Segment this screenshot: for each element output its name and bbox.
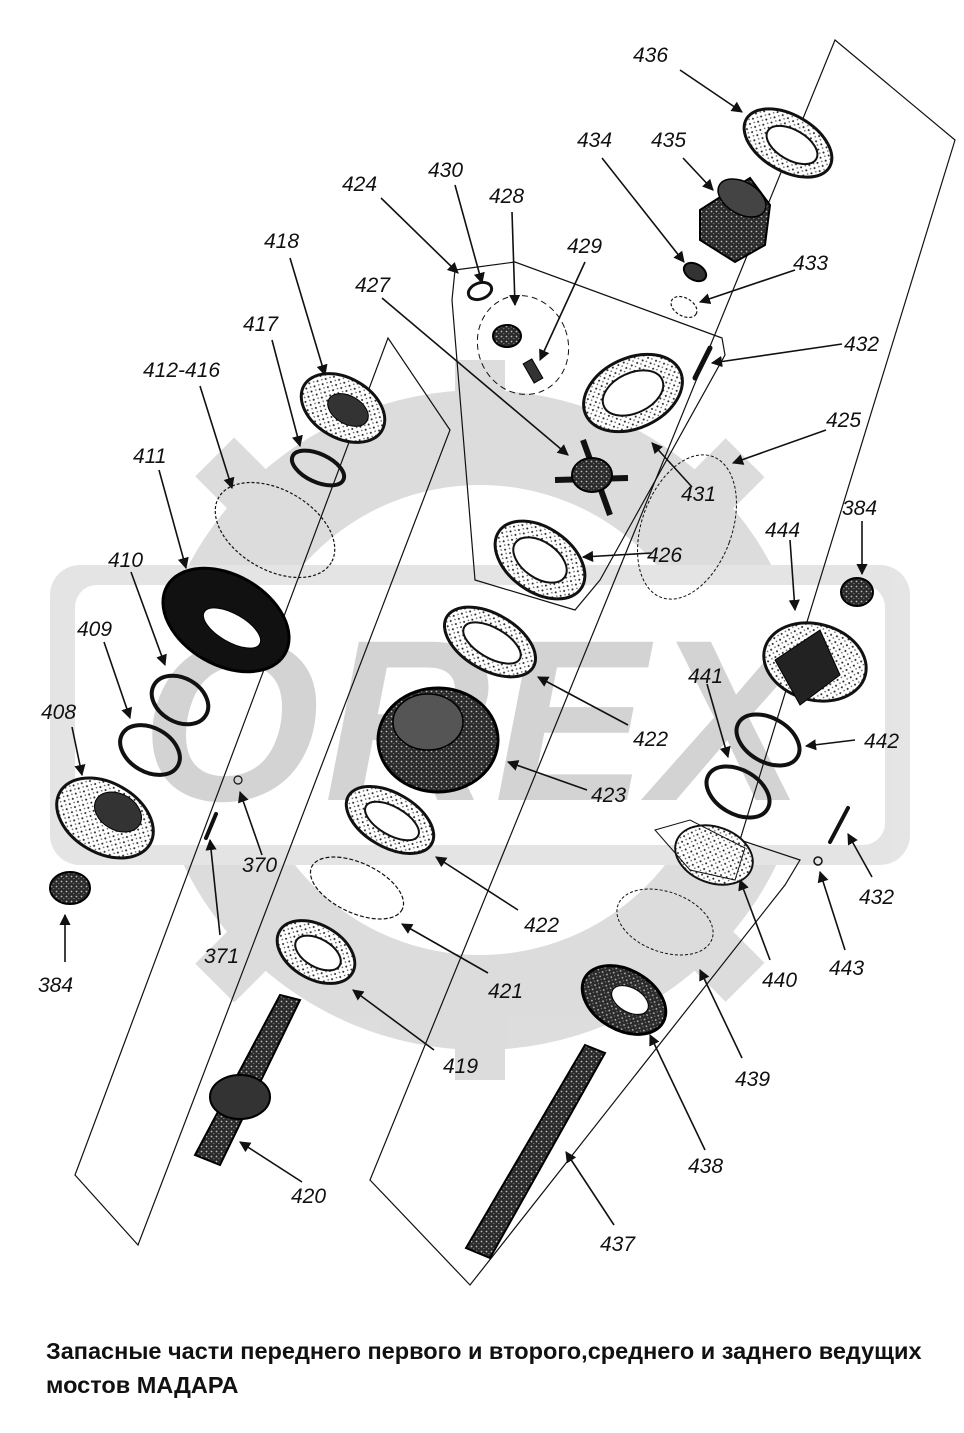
pinion-shaft-437	[464, 1043, 607, 1260]
callout-432-top: 432	[844, 333, 879, 356]
callout-425: 425	[826, 409, 861, 432]
bearing-408	[55, 776, 155, 860]
nut-384-right	[840, 577, 874, 607]
bearing-438	[580, 964, 668, 1036]
callout-419: 419	[443, 1055, 478, 1078]
callout-427: 427	[355, 274, 391, 297]
callout-431: 431	[681, 483, 716, 506]
bearing-cup-436	[742, 107, 834, 179]
bearing-419	[275, 919, 357, 985]
differential-housing-outline	[451, 261, 726, 611]
shims-412-416	[214, 481, 336, 579]
pin-429	[522, 358, 544, 384]
gasket-439	[616, 888, 714, 956]
callout-421: 421	[488, 980, 523, 1003]
diff-case-426	[493, 519, 587, 601]
ring-421	[309, 856, 405, 920]
callout-418: 418	[264, 230, 299, 253]
circlip-433	[670, 295, 698, 319]
pinion-cage-444	[762, 621, 868, 706]
crown-wheel-423	[376, 686, 500, 794]
left-assembly-frame	[74, 336, 451, 1247]
ring-410	[149, 673, 211, 727]
callout-437: 437	[600, 1233, 636, 1256]
pin-370	[233, 775, 243, 785]
callout-371: 371	[204, 945, 239, 968]
callout-384-right: 384	[842, 497, 877, 520]
bearing-422-upper	[442, 605, 538, 679]
washer-443	[813, 856, 823, 866]
gasket-425	[637, 454, 737, 600]
callout-422-upper: 422	[633, 728, 668, 751]
bolt-432-bottom	[828, 806, 850, 844]
callout-424: 424	[342, 173, 377, 196]
callout-444: 444	[765, 519, 800, 542]
washer-434	[682, 261, 708, 283]
callout-410: 410	[108, 549, 143, 572]
callout-384-left: 384	[38, 974, 73, 997]
diff-case-431	[582, 352, 684, 434]
exploded-parts-diagram: OREX	[38, 39, 956, 1286]
callout-433: 433	[793, 252, 828, 275]
callout-434: 434	[577, 129, 612, 152]
callout-429: 429	[567, 235, 602, 258]
bolt-432-top	[692, 345, 713, 381]
ring-417	[289, 448, 347, 488]
callout-436: 436	[633, 44, 668, 67]
callout-420: 420	[291, 1185, 326, 1208]
callout-428: 428	[489, 185, 524, 208]
callout-409: 409	[77, 618, 112, 641]
pinion-gear-435	[699, 176, 772, 264]
center-assembly-frame	[369, 39, 956, 1286]
bearing-418	[299, 372, 387, 444]
callout-432-bottom: 432	[859, 886, 894, 909]
callout-422-lower: 422	[524, 914, 559, 937]
spider-cross-427	[554, 438, 629, 517]
leader-lines	[59, 69, 873, 1226]
callout-411: 411	[133, 445, 166, 468]
hub-411	[161, 566, 291, 674]
callout-435: 435	[651, 129, 686, 152]
shaft-420	[193, 993, 302, 1167]
callout-417: 417	[243, 313, 279, 336]
spider-gear-428	[476, 295, 570, 395]
bearing-422-lower	[344, 784, 436, 856]
washer-430	[466, 280, 494, 302]
callout-408: 408	[41, 701, 76, 724]
ring-441	[704, 764, 772, 820]
callout-412-416: 412-416	[143, 359, 220, 382]
callout-423: 423	[591, 784, 626, 807]
callout-440: 440	[762, 969, 797, 992]
callout-430: 430	[428, 159, 463, 182]
diagram-caption: Запасные части переднего первого и второ…	[46, 1338, 922, 1398]
callout-labels: 436 434 435 430 428 424 429 433 418 427 …	[38, 44, 899, 1256]
callout-443: 443	[829, 957, 864, 980]
bolt-371	[204, 812, 218, 840]
callout-370: 370	[242, 854, 277, 877]
callout-441: 441	[688, 665, 723, 688]
ring-409	[118, 723, 182, 777]
callout-442: 442	[864, 730, 899, 753]
nut-384-left	[49, 871, 91, 905]
callout-426: 426	[647, 544, 682, 567]
flange-440	[654, 819, 754, 886]
ring-442	[734, 712, 802, 768]
callout-439: 439	[735, 1068, 770, 1091]
callout-438: 438	[688, 1155, 723, 1178]
